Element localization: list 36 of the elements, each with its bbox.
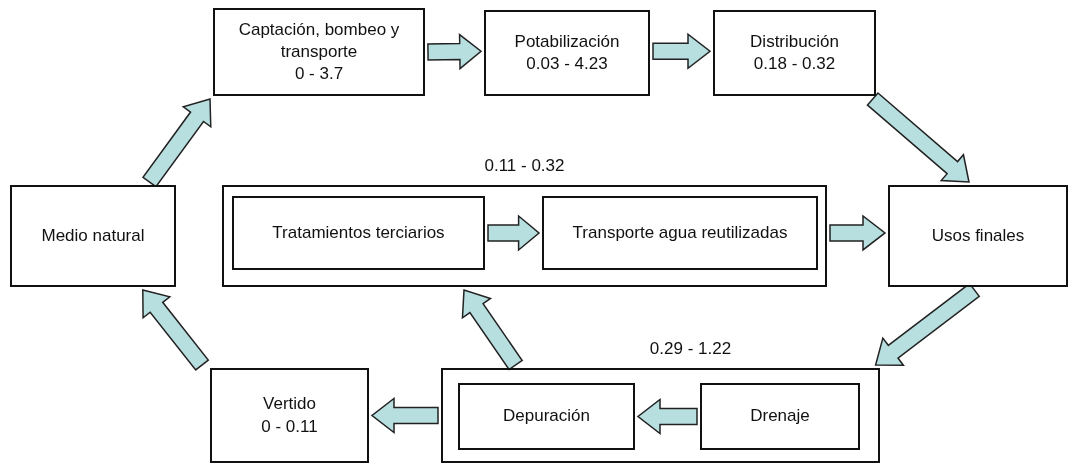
block-arrow	[461, 289, 524, 371]
process-box	[700, 383, 860, 450]
node-label: Medio natural	[41, 224, 145, 247]
process-box	[484, 10, 650, 96]
block-arrow	[829, 214, 887, 252]
value-range: 0.11 - 0.32	[483, 155, 566, 177]
block-arrow	[142, 289, 210, 371]
block-arrow	[141, 98, 212, 188]
node-label: Captación, bombeo y transporte	[237, 18, 401, 63]
node-label: Drenaje	[750, 405, 810, 428]
block-arrow	[370, 396, 439, 435]
process-box	[713, 10, 876, 96]
value-range: 0.03 - 4.23	[526, 53, 608, 75]
block-arrow	[652, 32, 712, 70]
process-box	[542, 196, 818, 270]
block-arrow	[866, 91, 970, 183]
node-label: Tratamientos terciarios	[272, 221, 445, 244]
node-label: Transporte agua reutilizadas	[572, 221, 788, 244]
process-box	[232, 196, 485, 270]
value-range: 0 - 3.7	[294, 63, 344, 86]
process-box	[888, 185, 1068, 287]
node-label: Distribución	[750, 30, 839, 53]
block-arrow	[487, 214, 541, 252]
process-box	[210, 368, 369, 463]
node-label: Potabilización	[514, 30, 620, 53]
node-label: Usos finales	[931, 224, 1025, 247]
value-range: 0.29 - 1.22	[648, 338, 733, 360]
value-range: 0.18 - 0.32	[753, 53, 836, 75]
node-label: Vertido	[263, 393, 316, 416]
block-arrow	[636, 397, 698, 436]
value-range: 0 - 0.11	[261, 415, 318, 438]
process-box	[10, 185, 176, 287]
block-arrow	[427, 33, 483, 71]
process-box	[213, 8, 425, 96]
process-box	[458, 383, 635, 450]
node-label: Depuración	[503, 405, 590, 428]
